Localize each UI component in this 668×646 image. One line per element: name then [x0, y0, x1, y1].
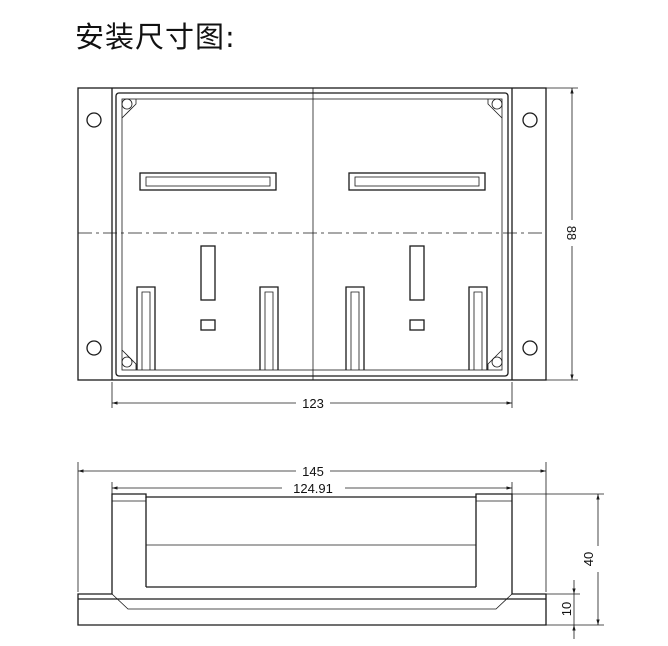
small-slot-right [409, 319, 425, 331]
small-slot-left [200, 319, 216, 331]
top-view-inner-box [115, 92, 509, 377]
guide-rail [136, 286, 156, 370]
corner-screw-icon [491, 98, 503, 110]
vertical-slot-left [200, 245, 216, 301]
guide-rail [259, 286, 279, 370]
dim-top-height: 88 [564, 226, 579, 240]
side-view: 145 124.91 40 10 [77, 462, 604, 639]
vertical-slot-right [409, 245, 425, 301]
dim-top-width: 123 [302, 396, 324, 411]
guide-rail [345, 286, 365, 370]
mounting-hole-bottom-right-icon [522, 340, 538, 356]
corner-screw-icon [121, 356, 133, 368]
guide-rail [468, 286, 488, 370]
mounting-hole-bottom-left-icon [86, 340, 102, 356]
top-view: 123 88 [77, 87, 579, 411]
page-title: 安装尺寸图: [75, 20, 236, 54]
mounting-hole-top-right-icon [522, 112, 538, 128]
dim-side-height: 40 [581, 552, 596, 566]
corner-screw-icon [491, 356, 503, 368]
connector-slot-left [139, 172, 277, 191]
top-view-outer-outline [77, 87, 547, 381]
mounting-hole-top-left-icon [86, 112, 102, 128]
dim-side-base-height: 10 [559, 602, 574, 616]
corner-screw-icon [121, 98, 133, 110]
dim-side-overall-width: 145 [302, 464, 324, 479]
connector-slot-right [348, 172, 486, 191]
dim-side-inner-width: 124.91 [293, 481, 333, 496]
